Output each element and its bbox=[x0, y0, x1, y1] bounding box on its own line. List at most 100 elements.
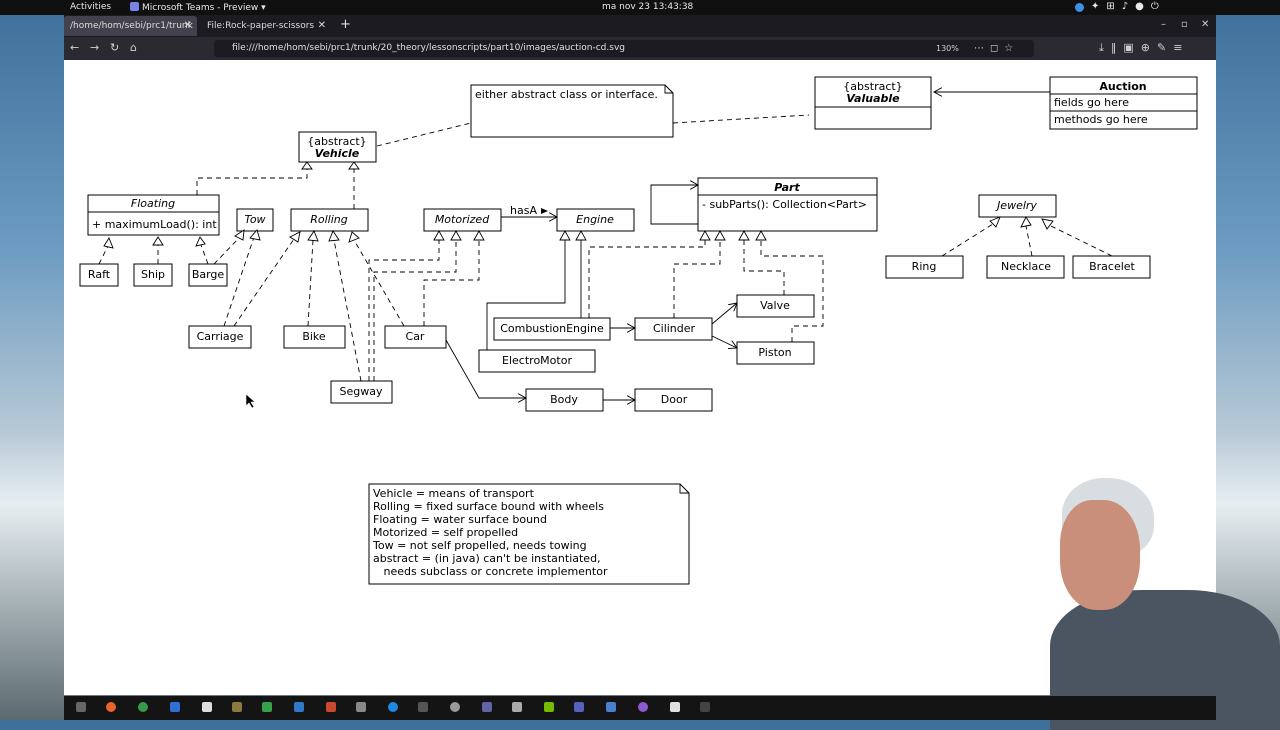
valuable-stereotype: {abstract} bbox=[843, 80, 902, 93]
microphone-icon[interactable]: ● bbox=[1135, 1, 1144, 12]
toolbar-icons[interactable]: ⤓‖▣⊕✎≡ bbox=[1099, 41, 1190, 54]
class-valve: Valve bbox=[736, 294, 815, 318]
dock bbox=[64, 696, 1216, 720]
files-icon[interactable] bbox=[202, 702, 212, 712]
status-icon[interactable] bbox=[1075, 3, 1084, 12]
system-top-bar: Activities Microsoft Teams - Preview ▾ m… bbox=[0, 0, 1280, 15]
class-ring: Ring bbox=[885, 255, 964, 279]
nvidia-icon[interactable] bbox=[544, 702, 554, 712]
terminal-icon[interactable] bbox=[356, 702, 366, 712]
motorized-name: Motorized bbox=[435, 213, 490, 226]
window-close-icon[interactable]: ✕ bbox=[1201, 19, 1210, 30]
mouse-cursor-icon bbox=[245, 393, 256, 409]
class-ship: Ship bbox=[133, 263, 173, 287]
activities-button[interactable]: Activities bbox=[70, 2, 112, 12]
class-diagram: either abstract class or interface. {abs… bbox=[79, 76, 1198, 585]
class-auction: Auction fields go here methods go here bbox=[1049, 76, 1198, 130]
legend-line: needs subclass or concrete implementor bbox=[373, 565, 608, 578]
clock[interactable]: ma nov 23 13:43:38 bbox=[602, 2, 694, 12]
class-jewelry: Jewelry bbox=[978, 194, 1057, 218]
rolling-name: Rolling bbox=[310, 213, 348, 226]
tab-home-folder[interactable]: /home/hom/sebi/prc1/trunk ✕ bbox=[64, 16, 197, 36]
combustion-engine-name: CombustionEngine bbox=[500, 322, 604, 335]
class-engine: Engine bbox=[556, 208, 635, 232]
tab-rock-paper-scissors[interactable]: File:Rock-paper-scissors ✕ bbox=[201, 16, 331, 36]
legend-note: Vehicle = means of transport Rolling = f… bbox=[368, 483, 690, 585]
volume-icon[interactable]: ♪ bbox=[1121, 1, 1129, 12]
floating-method: + maximumLoad(): int bbox=[92, 218, 217, 231]
note-link-valuable bbox=[672, 114, 810, 124]
class-bike: Bike bbox=[283, 325, 346, 349]
electro-motor-name: ElectroMotor bbox=[502, 354, 572, 367]
valuable-name: Valuable bbox=[846, 92, 900, 105]
app-menu[interactable]: Microsoft Teams - Preview ▾ bbox=[130, 2, 266, 13]
browser-icon[interactable] bbox=[388, 702, 398, 712]
part-method: - subParts(): Collection<Part> bbox=[702, 198, 867, 211]
class-segway: Segway bbox=[330, 380, 393, 404]
generalization-lines bbox=[98, 161, 1113, 382]
thunderbird-icon[interactable] bbox=[170, 702, 180, 712]
minimize-icon[interactable]: – bbox=[1161, 19, 1166, 30]
class-necklace: Necklace bbox=[986, 255, 1065, 279]
class-floating: Floating + maximumLoad(): int bbox=[87, 194, 220, 236]
teams-icon bbox=[130, 2, 139, 11]
auction-name: Auction bbox=[1099, 80, 1146, 93]
class-cilinder: Cilinder bbox=[634, 317, 713, 341]
network-icon[interactable]: ⊞ bbox=[1106, 1, 1115, 12]
writer-icon[interactable] bbox=[294, 702, 304, 712]
class-raft: Raft bbox=[79, 263, 119, 287]
legend-line: Rolling = fixed surface bound with wheel… bbox=[373, 500, 604, 513]
chrome-icon[interactable] bbox=[138, 702, 148, 712]
class-motorized: Motorized bbox=[423, 208, 502, 232]
class-rolling: Rolling bbox=[290, 208, 369, 232]
power-icon[interactable]: ⏻ bbox=[1150, 1, 1159, 12]
navigation-bar: ← → ↻ ⌂ file:///home/hom/sebi/prc1/trunk… bbox=[64, 37, 1216, 60]
teams-dock-icon[interactable] bbox=[482, 702, 492, 712]
back-icon[interactable]: ← bbox=[70, 41, 80, 54]
barge-name: Barge bbox=[192, 268, 225, 281]
home-icon[interactable]: ⌂ bbox=[130, 41, 137, 54]
reload-icon[interactable]: ↻ bbox=[110, 41, 120, 54]
zoom-level[interactable]: 130% bbox=[936, 44, 959, 53]
trash-icon[interactable] bbox=[700, 702, 710, 712]
piston-name: Piston bbox=[758, 346, 791, 359]
calc-icon[interactable] bbox=[262, 702, 272, 712]
hasa-direction-icon bbox=[541, 208, 548, 214]
browser-window: /home/hom/sebi/prc1/trunk ✕ File:Rock-pa… bbox=[64, 15, 1216, 695]
obs-icon[interactable] bbox=[512, 702, 522, 712]
class-vehicle: {abstract} Vehicle bbox=[298, 131, 377, 163]
bracelet-name: Bracelet bbox=[1089, 260, 1135, 273]
new-tab-icon[interactable]: + bbox=[340, 17, 351, 32]
legend-line: Vehicle = means of transport bbox=[373, 487, 535, 500]
note-text: either abstract class or interface. bbox=[475, 88, 658, 101]
teams-tray-icon[interactable]: ✦ bbox=[1091, 1, 1100, 12]
text-editor-icon[interactable] bbox=[232, 702, 242, 712]
ship-name: Ship bbox=[141, 268, 165, 281]
app-grid-icon[interactable] bbox=[76, 702, 86, 712]
firefox-icon[interactable] bbox=[106, 702, 116, 712]
class-valuable: {abstract} Valuable bbox=[814, 76, 932, 130]
system-tray: ✦ ⊞ ♪ ● ⏻ bbox=[1075, 1, 1159, 12]
address-bar[interactable]: file:///home/hom/sebi/prc1/trunk/20_theo… bbox=[214, 40, 1034, 57]
note-abstract-or-interface: either abstract class or interface. bbox=[470, 84, 674, 138]
body-name: Body bbox=[550, 393, 578, 406]
settings-icon[interactable] bbox=[450, 702, 460, 712]
auction-fields: fields go here bbox=[1054, 96, 1129, 109]
address-text: file:///home/hom/sebi/prc1/trunk/20_theo… bbox=[232, 43, 625, 53]
engine-name: Engine bbox=[576, 213, 614, 226]
class-tow: Tow bbox=[236, 208, 274, 232]
code-icon[interactable] bbox=[418, 702, 428, 712]
impress-icon[interactable] bbox=[326, 702, 336, 712]
app-icon[interactable] bbox=[670, 702, 680, 712]
close-icon[interactable]: ✕ bbox=[317, 20, 326, 31]
app-icon[interactable] bbox=[606, 702, 616, 712]
app-icon[interactable] bbox=[638, 702, 648, 712]
maximize-icon[interactable]: ▫ bbox=[1181, 19, 1188, 30]
close-icon[interactable]: ✕ bbox=[183, 20, 192, 31]
forward-icon[interactable]: → bbox=[90, 41, 100, 54]
page-action-icons[interactable]: ⋯◻☆ bbox=[974, 43, 1020, 54]
class-door: Door bbox=[634, 388, 713, 412]
hasa-label: hasA bbox=[510, 204, 537, 217]
vm-icon[interactable] bbox=[574, 702, 584, 712]
legend-line: Tow = not self propelled, needs towing bbox=[372, 539, 587, 552]
